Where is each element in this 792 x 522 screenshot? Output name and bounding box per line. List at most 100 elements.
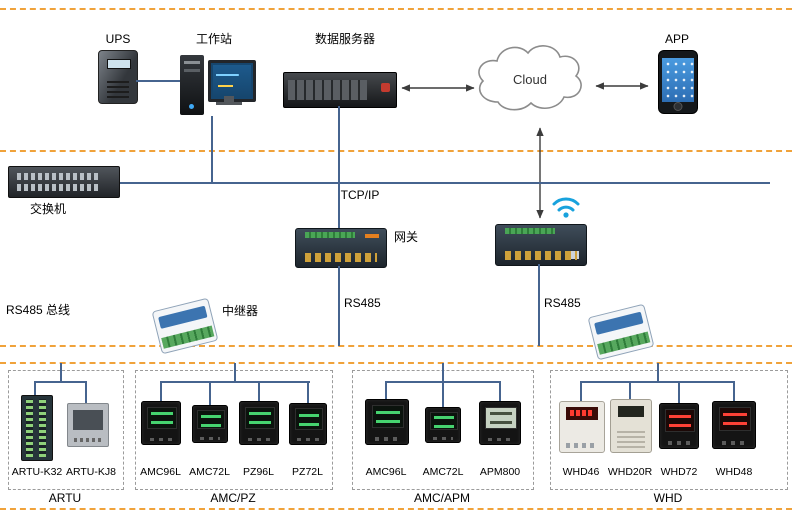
device-drop-line (629, 381, 631, 399)
device-label: AMC72L (422, 466, 464, 478)
device-image-whd46 (559, 401, 605, 453)
device-image-amc96l-2 (365, 399, 409, 445)
wifi-icon (552, 197, 580, 218)
meter-screen (371, 404, 405, 429)
device-image-amc96l (141, 401, 181, 445)
group-label-amc-apm: AMC/APM (413, 491, 470, 505)
device-label: WHD48 (715, 466, 753, 478)
switch-ports-row2 (17, 184, 101, 191)
dashed-line-rs485-1 (0, 345, 792, 347)
line-gateway-rs485 (338, 266, 340, 346)
meter-buttons (247, 437, 271, 442)
meter-buttons (374, 437, 400, 441)
gateway-led (364, 234, 379, 238)
line-server-tcpip (338, 106, 340, 182)
meter-screen (197, 409, 225, 430)
meter-buttons (199, 436, 221, 440)
repeater-body (158, 305, 207, 329)
terminal-column (26, 399, 33, 457)
monitor-stand (224, 96, 234, 102)
group-label-amc-pz: AMC/PZ (210, 491, 256, 505)
repeater-terminals (597, 331, 651, 355)
switch-image (8, 166, 120, 198)
dashed-line-bottom (0, 508, 792, 510)
dashed-line-lan (0, 150, 792, 152)
meter-screen (430, 411, 458, 431)
device-label: WHD20R (607, 466, 653, 478)
meter-screen (147, 406, 177, 429)
server-image (283, 72, 397, 108)
device-panel (72, 409, 104, 431)
phone-screen (662, 58, 694, 102)
pc-tower (180, 55, 204, 115)
wifi-gateway-ports (505, 251, 577, 260)
device-image-apm800 (479, 401, 521, 445)
dashed-line-rs485-2 (0, 362, 792, 364)
device-drop-line (258, 381, 260, 401)
wifi-gateway-image (495, 224, 587, 266)
ups-image (98, 50, 138, 104)
label-gateway: 网关 (394, 230, 419, 244)
label-repeater: 中继器 (222, 304, 259, 318)
group-feeder-line (234, 363, 236, 381)
device-image-whd48 (712, 401, 756, 449)
repeater-image-2 (587, 303, 655, 361)
workstation-image (180, 55, 256, 115)
display-window (618, 405, 644, 418)
label-rs485-right: RS485 (544, 296, 581, 310)
switch-ports-row1 (17, 173, 101, 180)
cloud-shape: Cloud (478, 45, 582, 111)
device-label: PZ72L (292, 466, 323, 478)
cloud-label: Cloud (513, 72, 547, 87)
line-wifi-gateway-rs485 (538, 264, 540, 346)
meter-screen (485, 406, 517, 429)
meter-screen (718, 407, 752, 432)
group-box-amc-apm: AMC96L AMC72L APM800 (352, 363, 534, 490)
tcpip-bus-line (60, 182, 770, 184)
meter-buttons (667, 441, 691, 445)
phone-home-button (673, 102, 683, 111)
group-feeder-line (442, 363, 444, 381)
device-drop-line (209, 381, 211, 405)
meter-buttons (432, 436, 454, 440)
phone-image (658, 50, 698, 114)
repeater-body (594, 311, 643, 335)
line-ups-workstation (136, 80, 180, 82)
gateway-terminal-block (305, 232, 355, 238)
ups-vents (106, 81, 130, 98)
meter-buttons (721, 440, 747, 445)
device-image-pz72l (289, 403, 327, 445)
device-drop-line (385, 381, 387, 399)
device-label: APM800 (479, 466, 521, 478)
meter-buttons (297, 437, 319, 442)
ups-screen (107, 59, 131, 70)
device-label: AMC96L (140, 466, 181, 478)
device-image-whd20r (610, 399, 652, 453)
group-feeder-line (657, 363, 659, 381)
device-drop-line (307, 381, 309, 403)
device-label: ARTU-KJ8 (66, 466, 116, 478)
meter-screen (665, 408, 695, 433)
device-drop-line (34, 381, 36, 395)
device-drop-line (678, 381, 680, 403)
label-server: 数据服务器 (314, 32, 375, 46)
device-image-pz96l (239, 401, 279, 445)
group-bus-line (35, 381, 87, 383)
device-drop-line (580, 381, 582, 401)
device-label: WHD46 (562, 466, 600, 478)
device-label: AMC72L (189, 466, 230, 478)
line-workstation-tcpip (211, 116, 213, 182)
line-tcpip-gateway (338, 184, 340, 228)
device-drop-line (499, 381, 501, 401)
device-label: WHD72 (660, 466, 698, 478)
group-label-artu: ARTU (48, 491, 82, 505)
device-drop-line (442, 381, 444, 407)
group-label-whd: WHD (653, 491, 683, 505)
device-image-artu-kj8 (67, 403, 109, 447)
device-image-whd72 (659, 403, 699, 449)
terminal-column (39, 399, 46, 457)
device-drop-line (733, 381, 735, 401)
gateway-ports (305, 253, 377, 262)
device-drop-line (160, 381, 162, 401)
